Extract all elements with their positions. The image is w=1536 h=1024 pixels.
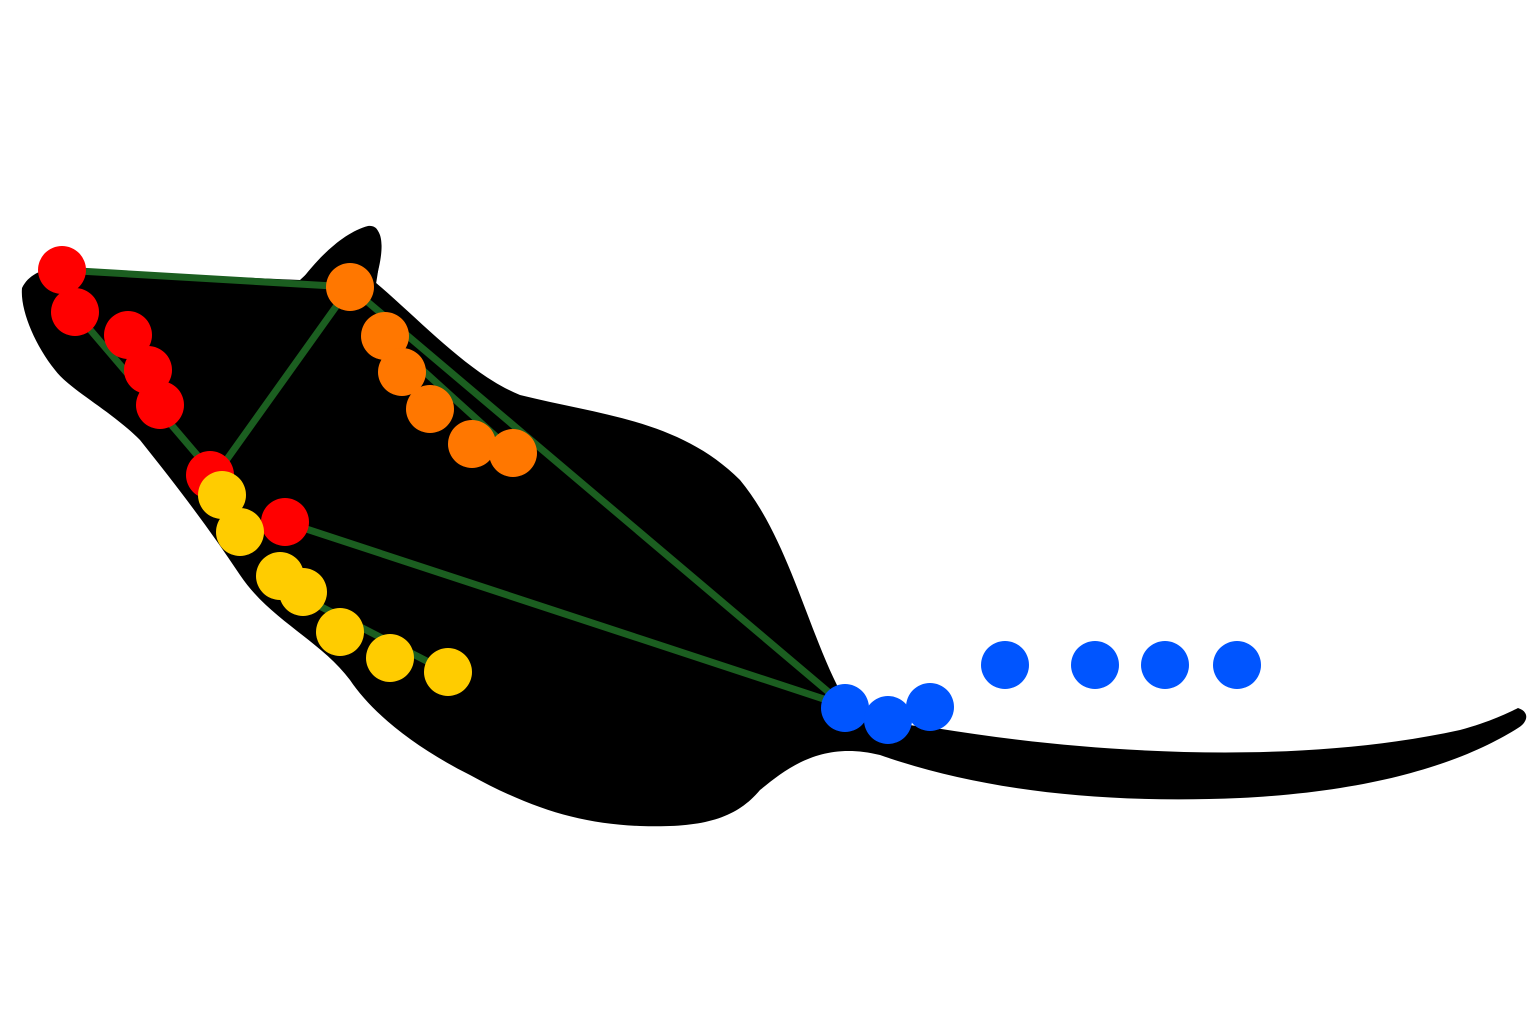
skeleton-edge	[211, 283, 354, 480]
yellow-keypoint	[216, 508, 264, 556]
orange-keypoint	[489, 429, 537, 477]
blue-keypoint	[821, 684, 869, 732]
red-keypoint	[261, 498, 309, 546]
orange-keypoint	[378, 348, 426, 396]
blue-keypoint	[1213, 641, 1261, 689]
keypoints	[38, 246, 1261, 744]
skeleton-edge	[346, 283, 849, 710]
yellow-keypoint	[198, 471, 246, 519]
blue-keypoint	[1071, 641, 1119, 689]
red-keypoint	[104, 311, 152, 359]
red-keypoint	[136, 381, 184, 429]
yellow-keypoint	[424, 648, 472, 696]
orange-keypoint	[361, 312, 409, 360]
blue-keypoint	[981, 641, 1029, 689]
red-keypoint	[38, 246, 86, 294]
skeleton-edges	[58, 266, 849, 710]
orange-keypoint	[326, 263, 374, 311]
orange-keypoint	[406, 385, 454, 433]
red-keypoint	[51, 288, 99, 336]
yellow-keypoint	[366, 634, 414, 682]
blue-keypoint	[864, 696, 912, 744]
blue-keypoint	[906, 683, 954, 731]
yellow-keypoint	[279, 568, 327, 616]
blue-keypoint	[1141, 641, 1189, 689]
skeleton-edge	[58, 266, 354, 291]
orange-keypoint	[448, 420, 496, 468]
skeleton-edge	[281, 518, 849, 710]
yellow-keypoint	[316, 608, 364, 656]
